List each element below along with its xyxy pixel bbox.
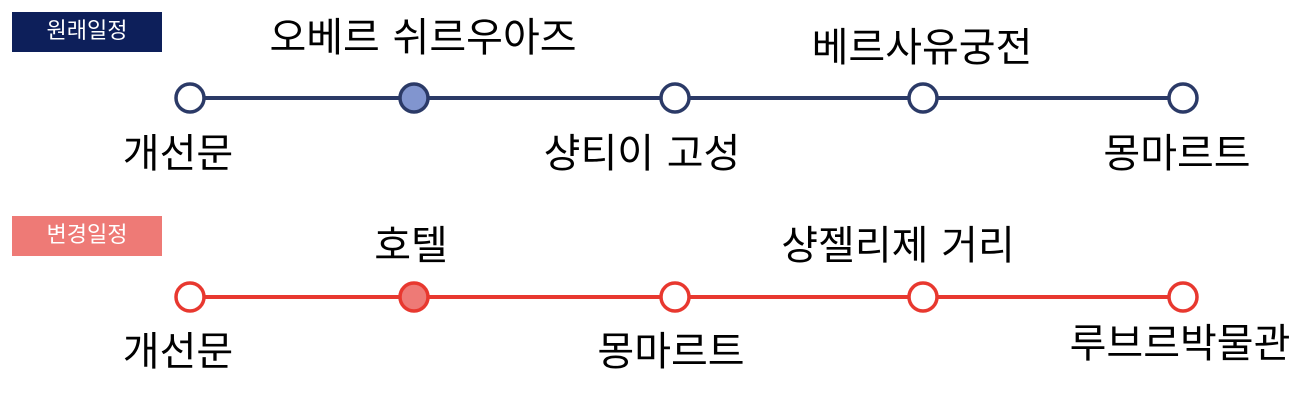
original-stop-node — [659, 82, 691, 114]
changed-stop-label: 호텔 — [374, 223, 448, 269]
changed-stop-label: 루브르박물관 — [1069, 321, 1291, 367]
original-stop-node — [398, 82, 430, 114]
original-stop-label: 개선문 — [122, 131, 234, 177]
original-stop-label: 샹티이 고성 — [543, 131, 741, 177]
changed-stop-label: 샹젤리제 거리 — [781, 223, 1015, 269]
original-stop-node — [907, 82, 939, 114]
changed-stop-label: 몽마르트 — [597, 329, 745, 375]
changed-stop-node — [659, 281, 691, 313]
changed-stop-node — [398, 281, 430, 313]
original-stop-node — [1167, 82, 1199, 114]
changed-stop-node — [1167, 281, 1199, 313]
original-schedule-badge: 원래일정 — [12, 12, 162, 52]
changed-stop-node — [907, 281, 939, 313]
original-stop-label: 몽마르트 — [1103, 131, 1251, 177]
original-stop-label: 베르사유궁전 — [811, 25, 1033, 71]
changed-stop-label: 개선문 — [122, 329, 234, 375]
changed-stop-node — [174, 281, 206, 313]
original-stop-label: 오베르 쉬르우아즈 — [269, 15, 577, 61]
changed-schedule-badge: 변경일정 — [12, 216, 162, 256]
original-stop-node — [174, 82, 206, 114]
